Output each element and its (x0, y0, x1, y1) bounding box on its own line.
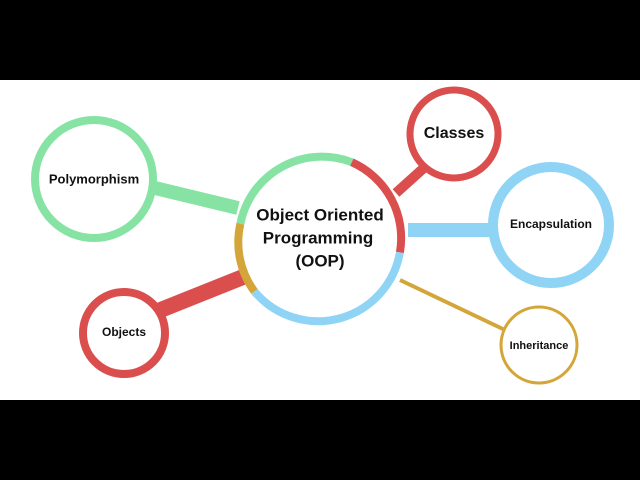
center-ring-green-arc (236, 152, 354, 225)
node-inheritance: Inheritance (499, 305, 579, 385)
diagram-canvas: Object Oriented Programming (OOP) Polymo… (0, 80, 640, 400)
oop-mind-map: Object Oriented Programming (OOP) Polymo… (31, 86, 614, 385)
node-polymorphism: Polymorphism (31, 116, 157, 242)
center-ring-gold-arc (234, 222, 258, 294)
center-title-line-3: (OOP) (295, 251, 344, 270)
node-classes: Classes (406, 86, 502, 182)
node-classes-label: Classes (424, 125, 485, 142)
connector-objects (145, 269, 246, 323)
center-title-line-1: Object Oriented (256, 205, 384, 224)
connector-classes (392, 162, 430, 197)
connector-polymorphism (153, 181, 240, 215)
connector-inheritance (399, 278, 506, 332)
center-title-line-2: Programming (263, 228, 374, 247)
node-inheritance-label: Inheritance (510, 340, 569, 352)
node-encapsulation: Encapsulation (488, 162, 614, 288)
center-circle: Object Oriented Programming (OOP) (234, 152, 406, 326)
node-objects-label: Objects (102, 325, 146, 339)
center-ring-blue-arc (251, 251, 404, 326)
node-encapsulation-label: Encapsulation (510, 217, 592, 231)
node-objects: Objects (79, 288, 169, 378)
center-ring-red-arc (350, 158, 406, 254)
node-polymorphism-label: Polymorphism (49, 171, 139, 186)
